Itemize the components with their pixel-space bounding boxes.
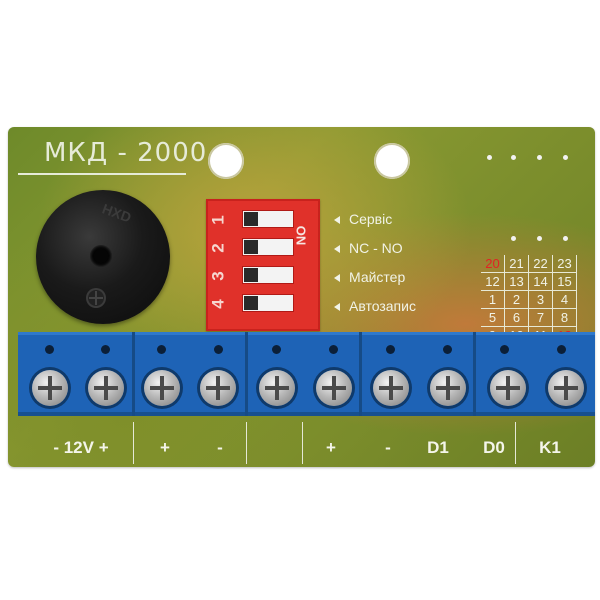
terminal-wire-hole bbox=[214, 345, 223, 354]
terminal-screw-icon[interactable] bbox=[490, 370, 526, 406]
terminal-label-minus: - bbox=[217, 438, 223, 457]
solder-pad bbox=[511, 236, 516, 241]
dip-switch-3[interactable] bbox=[242, 266, 294, 284]
terminal-label-plus: + bbox=[326, 438, 336, 457]
dip-number-2: 2 bbox=[208, 243, 228, 253]
dip-switch-1[interactable] bbox=[242, 210, 294, 228]
label-nc-no-text: NC - NO bbox=[349, 240, 403, 256]
buzzer-sound-hole bbox=[90, 245, 112, 267]
grid-cell: 7 bbox=[529, 309, 553, 327]
terminal-wire-hole bbox=[157, 345, 166, 354]
grid-cell: 1 bbox=[481, 291, 505, 309]
dip-switch-2-knob bbox=[244, 240, 258, 254]
arrow-left-icon bbox=[334, 274, 340, 283]
label-divider bbox=[246, 422, 247, 464]
terminal-wire-hole bbox=[443, 345, 452, 354]
arrow-left-icon bbox=[334, 245, 340, 254]
terminal-screw-icon[interactable] bbox=[548, 370, 584, 406]
grid-cell: 23 bbox=[553, 255, 577, 273]
terminal-screw-icon[interactable] bbox=[32, 370, 68, 406]
grid-cell: 15 bbox=[553, 273, 577, 291]
solder-pad bbox=[563, 155, 568, 160]
label-autozapys: Автозапис bbox=[334, 298, 416, 314]
terminal-wire-hole bbox=[272, 345, 281, 354]
dip-number-3: 3 bbox=[208, 271, 228, 281]
terminal-label-minus: - bbox=[385, 438, 391, 457]
label-servis: Сервіс bbox=[334, 211, 392, 227]
terminal-screw-icon[interactable] bbox=[316, 370, 352, 406]
mounting-hole-left bbox=[208, 143, 244, 179]
grid-cell: 21 bbox=[505, 255, 529, 273]
terminal-wire-hole bbox=[557, 345, 566, 354]
terminal-wire-hole bbox=[329, 345, 338, 354]
buzzer-screw-icon bbox=[86, 288, 106, 308]
terminal-screw-icon[interactable] bbox=[259, 370, 295, 406]
terminal-screw-icon[interactable] bbox=[373, 370, 409, 406]
terminal-screw-icon[interactable] bbox=[200, 370, 236, 406]
grid-cell: 8 bbox=[553, 309, 577, 327]
grid-cell: 20 bbox=[481, 255, 505, 273]
label-divider bbox=[302, 422, 303, 464]
terminal-label-plus: + bbox=[160, 438, 170, 457]
terminal-screw-icon[interactable] bbox=[88, 370, 124, 406]
label-servis-text: Сервіс bbox=[349, 211, 393, 227]
terminal-screw-icon[interactable] bbox=[430, 370, 466, 406]
mounting-hole-right bbox=[374, 143, 410, 179]
terminal-wire-hole bbox=[45, 345, 54, 354]
grid-cell: 6 bbox=[505, 309, 529, 327]
terminal-label-12v: - 12V + bbox=[53, 438, 109, 457]
dip-number-4: 4 bbox=[208, 299, 228, 309]
label-master: Майстер bbox=[334, 269, 405, 285]
dip-switch-3-knob bbox=[244, 268, 258, 282]
terminal-label-d0: D0 bbox=[483, 438, 505, 457]
terminal-divider bbox=[473, 332, 476, 416]
grid-cell: 12 bbox=[481, 273, 505, 291]
solder-pad bbox=[563, 236, 568, 241]
label-master-text: Майстер bbox=[349, 269, 406, 285]
dip-switch-4-knob bbox=[244, 296, 258, 310]
dip-switch-4[interactable] bbox=[242, 294, 294, 312]
solder-pad bbox=[487, 155, 492, 160]
arrow-left-icon bbox=[334, 303, 340, 312]
terminal-wire-hole bbox=[386, 345, 395, 354]
terminal-label-d1: D1 bbox=[427, 438, 449, 457]
grid-cell: 5 bbox=[481, 309, 505, 327]
label-divider bbox=[515, 422, 516, 464]
terminal-label-k1: K1 bbox=[539, 438, 561, 457]
terminal-screw-icon[interactable] bbox=[144, 370, 180, 406]
solder-pad bbox=[537, 236, 542, 241]
arrow-left-icon bbox=[334, 216, 340, 225]
label-divider bbox=[133, 422, 134, 464]
grid-cell: 3 bbox=[529, 291, 553, 309]
label-autozapys-text: Автозапис bbox=[349, 298, 416, 314]
grid-cell: 2 bbox=[505, 291, 529, 309]
terminal-divider bbox=[132, 332, 135, 416]
terminal-divider bbox=[359, 332, 362, 416]
board-title: МКД - 2000 bbox=[44, 138, 208, 168]
terminal-wire-hole bbox=[101, 345, 110, 354]
solder-pad bbox=[511, 155, 516, 160]
dip-switch-1-knob bbox=[244, 212, 258, 226]
terminal-divider bbox=[245, 332, 248, 416]
terminal-wire-hole bbox=[500, 345, 509, 354]
solder-pad bbox=[537, 155, 542, 160]
dip-on-label: ON bbox=[293, 225, 309, 246]
grid-cell: 14 bbox=[529, 273, 553, 291]
title-underline bbox=[18, 173, 186, 175]
dip-number-1: 1 bbox=[208, 215, 228, 225]
grid-cell: 22 bbox=[529, 255, 553, 273]
dip-switch-2[interactable] bbox=[242, 238, 294, 256]
grid-cell: 4 bbox=[553, 291, 577, 309]
label-nc-no: NC - NO bbox=[334, 240, 403, 256]
grid-cell: 13 bbox=[505, 273, 529, 291]
